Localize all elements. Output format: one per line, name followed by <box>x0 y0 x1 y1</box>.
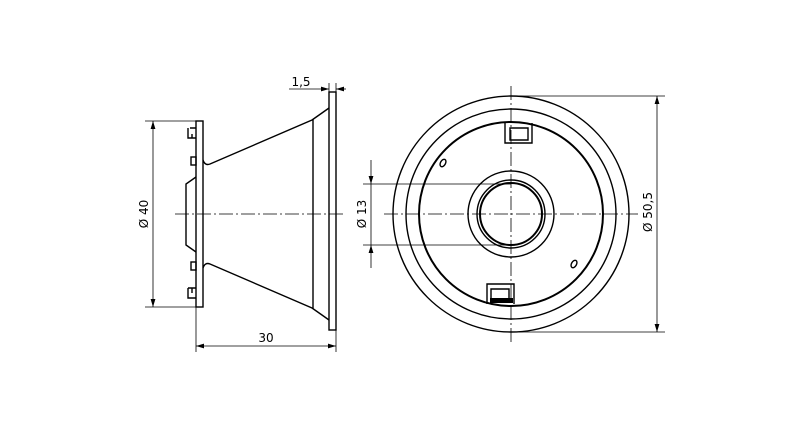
front-flange <box>328 91 337 331</box>
front-view: Ø 13 Ø 50,5 <box>355 86 665 342</box>
dimension-diameter-13: Ø 13 <box>355 200 369 229</box>
hole-outer <box>476 179 546 249</box>
dimension-flange-1-5: 1,5 <box>291 75 310 89</box>
side-view: Ø 40 30 1,5 <box>137 75 346 352</box>
inner-ring <box>418 121 604 307</box>
rear-boss <box>185 176 197 253</box>
slot-bottom-right <box>570 259 578 269</box>
tab-bottom-teeth <box>490 298 513 303</box>
tab-top <box>504 123 533 144</box>
clip-top <box>187 127 196 139</box>
hub <box>467 170 555 258</box>
cone-top <box>202 107 330 166</box>
slot-top-left <box>439 158 447 168</box>
dimension-length-30: 30 <box>258 331 273 345</box>
second-ring <box>405 108 617 320</box>
clip-bottom <box>187 287 196 299</box>
dimension-diameter-50-5: Ø 50,5 <box>641 192 655 232</box>
dimension-diameter-40: Ø 40 <box>137 200 151 229</box>
pin-bottom <box>190 261 197 271</box>
rear-plate <box>195 120 204 308</box>
cone-bottom <box>202 262 330 321</box>
pin-top <box>190 156 197 166</box>
